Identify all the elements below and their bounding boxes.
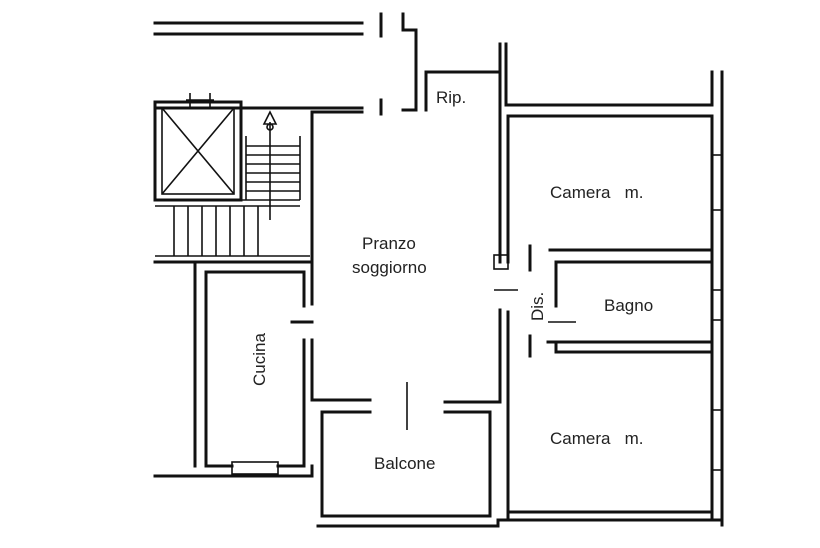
room-label-balcone: Balcone [374,454,435,473]
entrance-walls [401,12,502,264]
living-walls [290,110,502,430]
room-label-bagno: Bagno [604,296,653,315]
room-label-pranzo: Pranzo [362,234,416,253]
room-label-soggiorno: soggiorno [352,258,427,277]
room-label-cucina: Cucina [250,333,269,386]
room-label-disimpegno: Dis. [528,292,547,321]
kitchen-walls [153,260,314,478]
balcony-walls [310,410,500,528]
room-label-camera-bottom: Camera m. [550,429,644,448]
staircase [153,110,312,264]
bedroom-walls [493,42,724,527]
room-label-ripostiglio: Rip. [436,88,466,107]
room-label-camera-top: Camera m. [550,183,644,202]
corridor-walls [153,12,383,116]
